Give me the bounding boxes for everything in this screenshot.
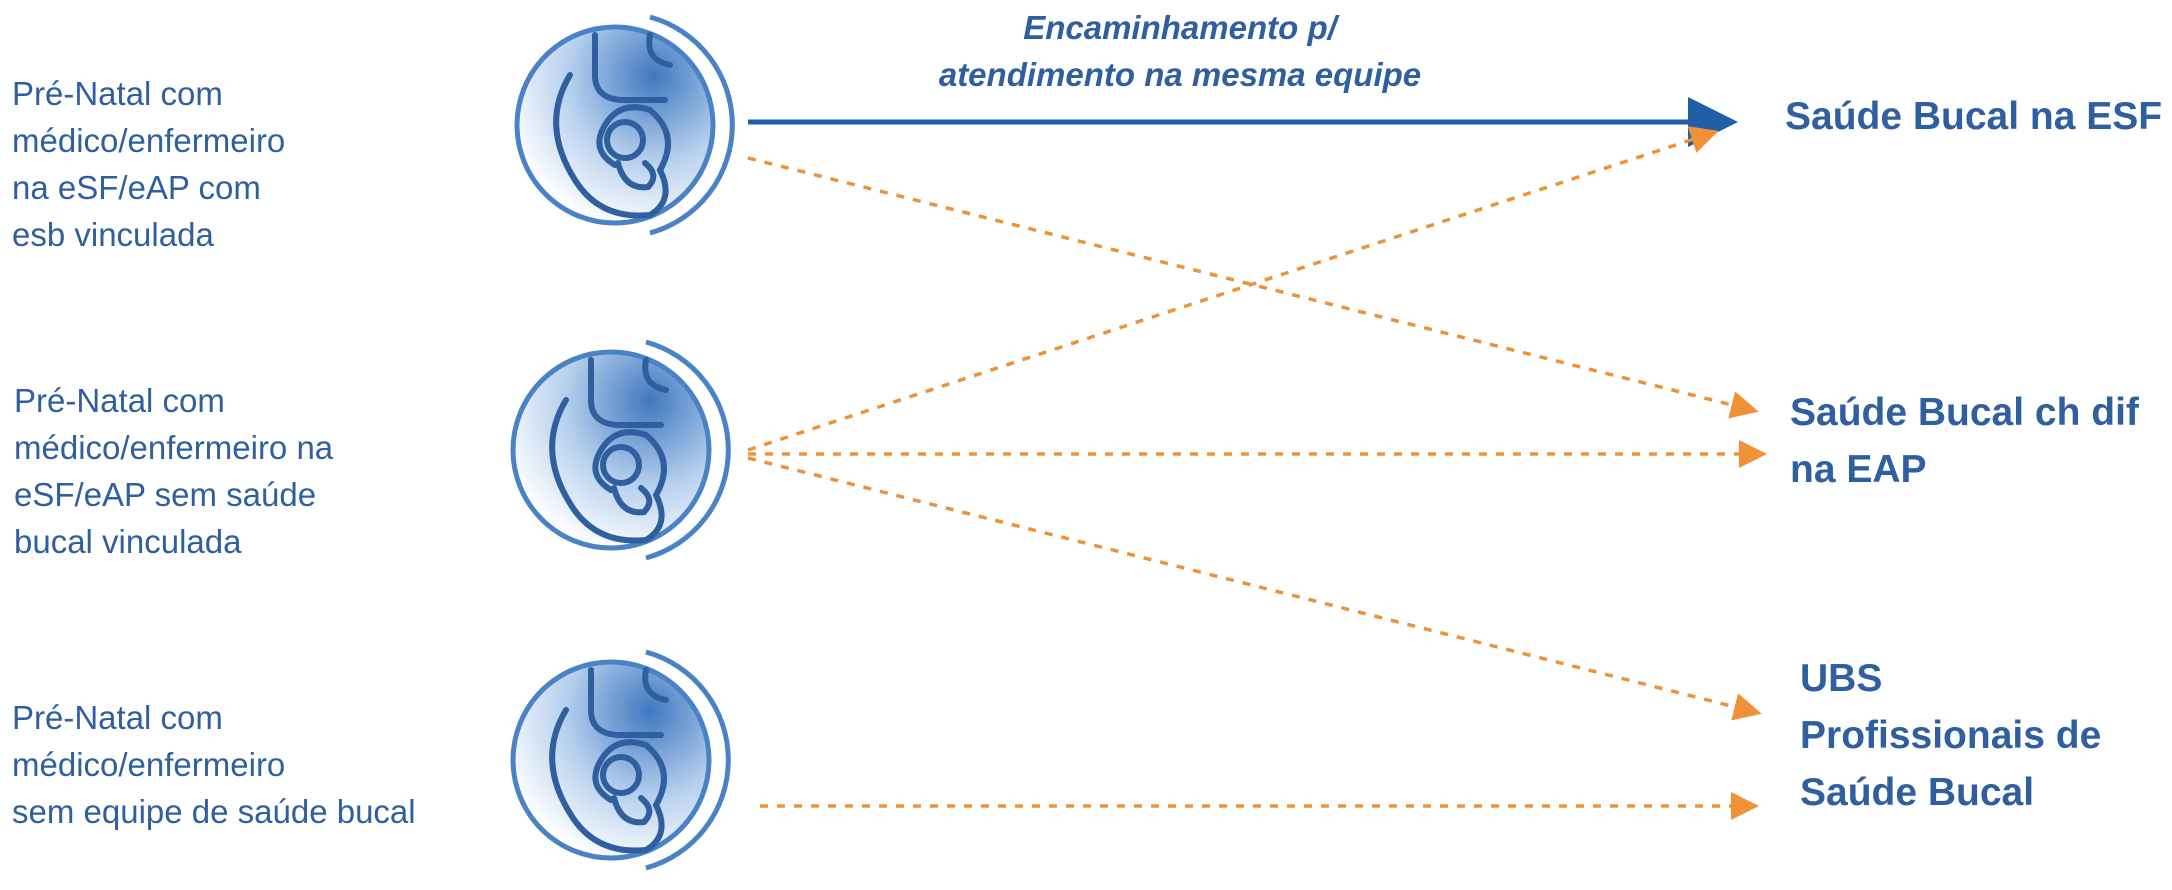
- source-label-1: Pré-Natal com médico/enfermeiro na eSF/e…: [12, 70, 285, 258]
- pregnancy-icon: [514, 14, 735, 236]
- pregnancy-icon: [510, 649, 731, 871]
- destination-label-saude-bucal-eap: Saúde Bucal ch dif na EAP: [1790, 384, 2139, 498]
- edge-note-same-team: Encaminhamento p/ atendimento na mesma e…: [880, 4, 1480, 98]
- arrow-sem-sb-to-saude-bucal-esf: [747, 126, 1719, 452]
- source-label-2: Pré-Natal com médico/enfermeiro na eSF/e…: [14, 377, 333, 565]
- source-label-line: na eSF/eAP com: [12, 169, 261, 206]
- edge-note-line: Encaminhamento p/: [1023, 9, 1337, 46]
- source-label-line: sem equipe de saúde bucal: [12, 793, 416, 830]
- destination-label-line: Saúde Bucal na ESF: [1785, 95, 2163, 138]
- source-label-line: esb vinculada: [12, 216, 214, 253]
- source-label-3: Pré-Natal com médico/enfermeiro sem equi…: [12, 694, 416, 835]
- source-label-line: bucal vinculada: [14, 523, 242, 560]
- source-label-line: Pré-Natal com: [12, 75, 223, 112]
- source-label-line: Pré-Natal com: [14, 382, 225, 419]
- destination-label-line: na EAP: [1790, 448, 1927, 491]
- destination-label-saude-bucal-esf: Saúde Bucal na ESF: [1785, 88, 2162, 145]
- source-label-line: Pré-Natal com: [12, 699, 223, 736]
- destination-label-line: Saúde Bucal: [1800, 771, 2035, 814]
- pregnancy-icon: [510, 339, 731, 561]
- edge-note-line: atendimento na mesma equipe: [938, 56, 1422, 93]
- source-label-line: médico/enfermeiro na: [14, 429, 334, 466]
- destination-label-line: Saúde Bucal ch dif: [1790, 391, 2139, 434]
- arrow-sem-sb-to-ubs: [747, 456, 1762, 721]
- destination-label-ubs: UBS Profissionais de Saúde Bucal: [1800, 650, 2101, 821]
- source-label-line: médico/enfermeiro: [12, 746, 286, 783]
- destination-label-line: Profissionais de: [1800, 714, 2102, 757]
- source-label-line: médico/enfermeiro: [12, 122, 286, 159]
- source-label-line: eSF/eAP sem saúde: [14, 476, 317, 513]
- destination-label-line: UBS: [1800, 657, 1883, 700]
